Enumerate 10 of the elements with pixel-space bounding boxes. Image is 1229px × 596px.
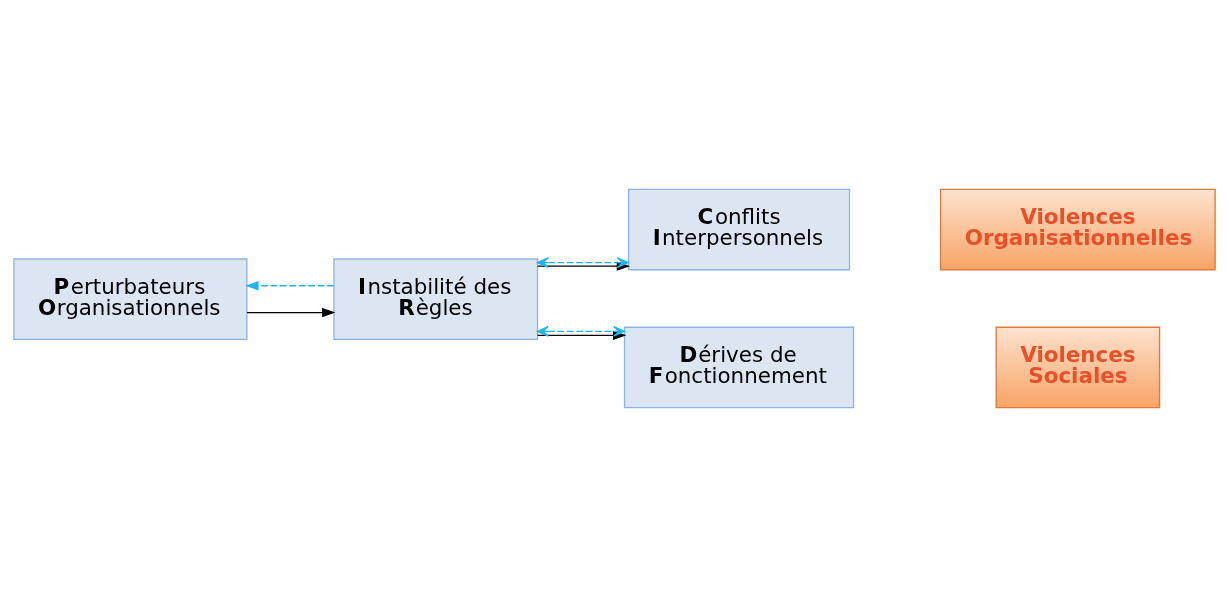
- arrow: [246, 307, 336, 317]
- node-box: Instabilité des Règles: [333, 257, 539, 340]
- arrow: [536, 256, 629, 268]
- arrow: [536, 325, 626, 337]
- arrow: [245, 280, 335, 290]
- node-box: Conflits Interpersonnels: [627, 188, 851, 270]
- node-box: Perturbateurs Organisationnels: [13, 257, 248, 340]
- node-box: Violences Sociales: [995, 326, 1161, 408]
- node-box: Dérives de Fonctionnement: [623, 326, 855, 408]
- node-box: Violences Organisationnelles: [939, 188, 1216, 270]
